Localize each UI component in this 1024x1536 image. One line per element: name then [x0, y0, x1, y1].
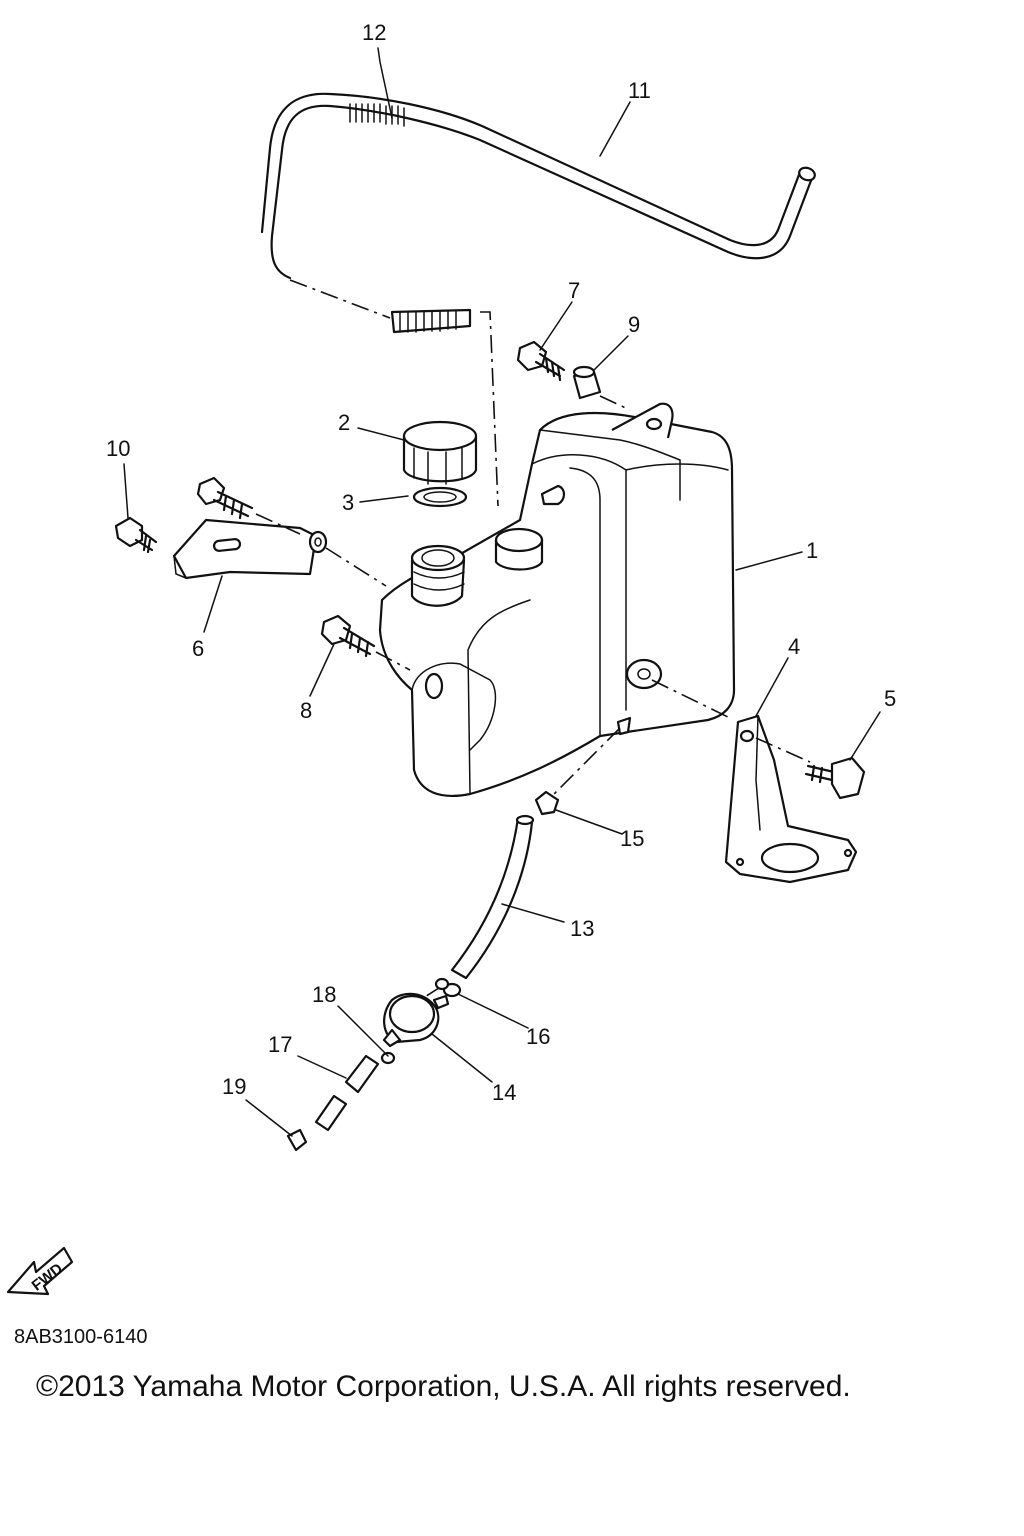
callout-7: 7	[568, 278, 580, 303]
clamp-15	[534, 790, 560, 816]
callout-10: 10	[106, 436, 130, 461]
callout-2: 2	[338, 410, 350, 435]
callout-3: 3	[342, 490, 354, 515]
callout-8: 8	[300, 698, 312, 723]
bolt-5	[804, 756, 866, 800]
callout-14: 14	[492, 1080, 516, 1105]
copyright-notice: ©2013 Yamaha Motor Corporation, U.S.A. A…	[36, 1370, 851, 1403]
oil-tank	[378, 402, 736, 798]
oil-tank-cap	[402, 420, 478, 485]
hose-13	[450, 814, 535, 980]
leader-lines	[123, 47, 881, 1137]
spacer-9	[572, 365, 602, 400]
fwd-arrow-icon: FWD	[6, 1246, 74, 1296]
clamp-18	[380, 1051, 396, 1065]
callout-numbers: 12 11 7 9 2 3 10 1 4 5 6 8 15 13 18 16 1…	[106, 20, 896, 1105]
clip-19	[286, 1128, 308, 1152]
callout-5: 5	[884, 686, 896, 711]
vent-hose	[260, 92, 816, 280]
callout-1: 1	[806, 538, 818, 563]
callout-18: 18	[312, 982, 336, 1007]
cap-gasket	[412, 486, 468, 508]
callout-16: 16	[526, 1024, 550, 1049]
bolt-upper-left	[196, 476, 254, 520]
bolt-7	[516, 340, 566, 382]
callout-12: 12	[362, 20, 386, 45]
callout-9: 9	[628, 312, 640, 337]
callout-6: 6	[192, 636, 204, 661]
bolt-10	[114, 516, 158, 554]
callout-4: 4	[788, 634, 800, 659]
right-bracket	[724, 714, 858, 884]
fuel-filter-14	[382, 992, 450, 1048]
callout-13: 13	[570, 916, 594, 941]
callout-11: 11	[628, 78, 651, 103]
bolt-8	[320, 614, 376, 658]
hose-17	[314, 1054, 380, 1132]
oil-tank-exploded-diagram: 12 11 7 9 2 3 10 1 4 5 6 8 15 13 18 16 1…	[6, 20, 896, 1296]
left-bracket	[172, 518, 328, 580]
callout-19: 19	[222, 1074, 246, 1099]
clamp-16	[434, 977, 462, 998]
callout-15: 15	[620, 826, 644, 851]
callout-17: 17	[268, 1032, 292, 1057]
diagram-code: 8AB3100-6140	[14, 1326, 148, 1348]
vent-hose-end	[390, 308, 472, 334]
